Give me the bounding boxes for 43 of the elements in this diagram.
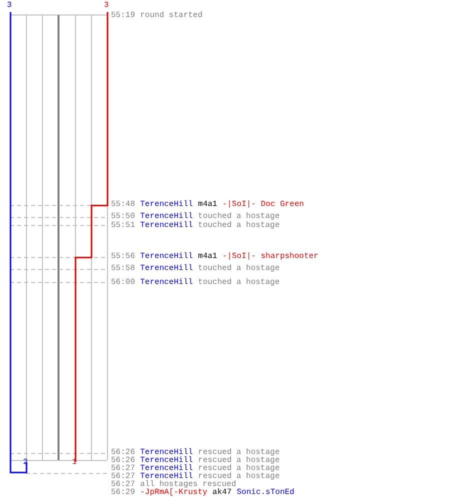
timestamp: 56:27: [111, 465, 136, 473]
player-name: TerenceHill: [140, 457, 193, 465]
timestamp: 56:27: [111, 473, 136, 481]
timestamp: 55:50: [111, 213, 136, 221]
timestamp: 55:51: [111, 222, 136, 230]
player-name: Sonic.sTonEd: [236, 489, 294, 497]
event-text: all hostages rescued: [140, 481, 236, 489]
event-text: touched a hostage: [198, 213, 280, 221]
event-text: touched a hostage: [198, 279, 280, 287]
event-text: rescued a hostage: [198, 473, 280, 481]
timestamp: 55:48: [111, 201, 136, 209]
player-name: -|SoI|- Doc Green: [222, 201, 304, 209]
timestamp: 56:26: [111, 457, 136, 465]
player-name: TerenceHill: [140, 253, 193, 261]
timestamp: 56:27: [111, 481, 136, 489]
timestamp: 56:29: [111, 489, 136, 497]
event-text: touched a hostage: [198, 222, 280, 230]
timestamp: 55:56: [111, 253, 136, 261]
player-name: TerenceHill: [140, 201, 193, 209]
team-count: 3: [104, 2, 109, 10]
timestamp: 56:26: [111, 449, 136, 457]
timestamp: 55:58: [111, 265, 136, 273]
timestamp: 56:00: [111, 279, 136, 287]
player-name: TerenceHill: [140, 213, 193, 221]
team-count: 3: [7, 2, 12, 10]
team-count: 1: [72, 459, 77, 467]
timestamp: 55:19: [111, 12, 136, 20]
event-text: rescued a hostage: [198, 449, 280, 457]
event-text: round started: [140, 12, 203, 20]
player-name: -JpRmA[-Krusty: [140, 489, 208, 497]
weapon-name: ak47: [212, 489, 232, 497]
weapon-name: m4a1: [198, 253, 218, 261]
event-text: touched a hostage: [198, 265, 280, 273]
player-name: TerenceHill: [140, 449, 193, 457]
event-text: rescued a hostage: [198, 457, 280, 465]
event-text: rescued a hostage: [198, 465, 280, 473]
player-name: TerenceHill: [140, 465, 193, 473]
player-name: TerenceHill: [140, 279, 193, 287]
player-name: TerenceHill: [140, 222, 193, 230]
weapon-name: m4a1: [198, 201, 218, 209]
player-name: TerenceHill: [140, 265, 193, 273]
player-name: TerenceHill: [140, 473, 193, 481]
player-name: -|SoI|- sharpshooter: [222, 253, 318, 261]
